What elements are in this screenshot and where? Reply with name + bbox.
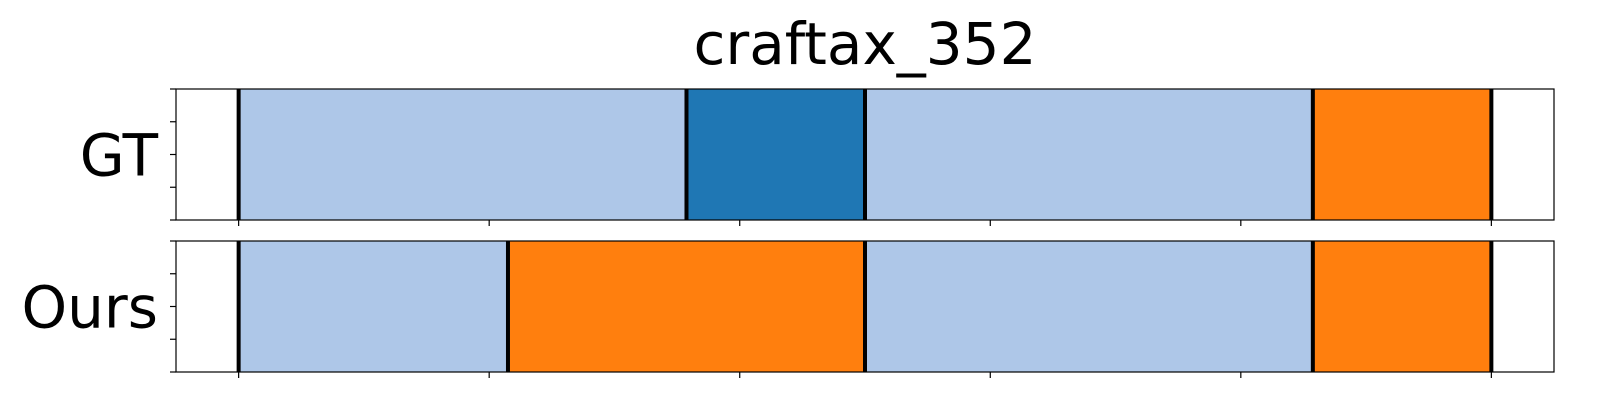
row-label: Ours: [22, 274, 158, 342]
row-gt: GT: [80, 88, 1555, 226]
row-ours: Ours: [22, 240, 1555, 378]
chart-title: craftax_352: [694, 10, 1037, 78]
segment-bar: [1312, 89, 1492, 220]
rows-layer: GT Ours: [22, 88, 1555, 378]
segment-bar: [507, 241, 865, 372]
segment-bar: [238, 89, 687, 220]
row-label: GT: [80, 122, 159, 190]
segment-bar: [686, 89, 865, 220]
segment-bar: [238, 241, 508, 372]
segment-bar: [865, 89, 1313, 220]
segment-bar: [1312, 241, 1492, 372]
segment-bar: [865, 241, 1313, 372]
